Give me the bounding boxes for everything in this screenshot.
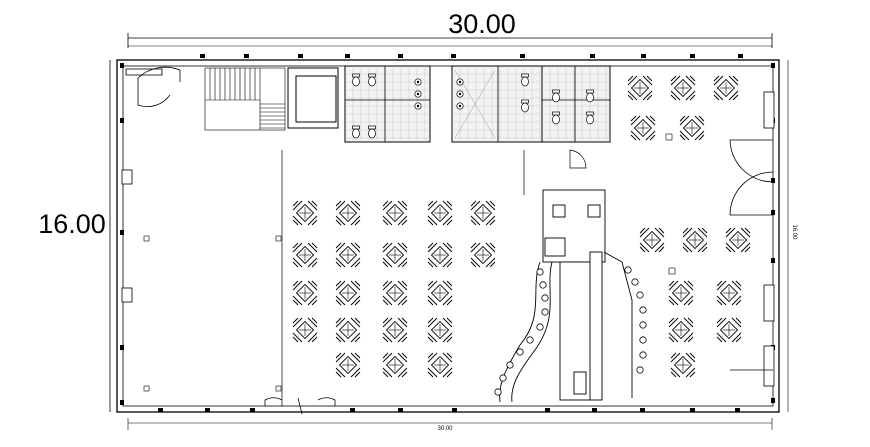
dining-table	[382, 242, 408, 268]
dimension-bottom: 30.00	[127, 418, 773, 432]
outer-walls	[116, 59, 780, 413]
dining-table	[670, 75, 696, 101]
bar-stool	[506, 361, 514, 369]
staircase	[204, 67, 286, 131]
dimension-left: 16.00	[38, 60, 111, 412]
dining-table	[670, 352, 696, 378]
dining-table	[335, 242, 361, 268]
dining-table	[630, 115, 656, 141]
right-dimension-label: 16.00	[791, 224, 797, 240]
dining-table	[427, 242, 453, 268]
dining-table	[713, 75, 739, 101]
bar-stool	[639, 351, 647, 359]
bar-stool	[639, 306, 647, 314]
dining-table	[382, 317, 408, 343]
bar-stool	[539, 281, 547, 289]
bar-stool	[499, 374, 507, 382]
dining-table	[725, 227, 751, 253]
bar-stool	[541, 294, 549, 302]
dining-table	[382, 200, 408, 226]
bar-stool	[541, 308, 549, 316]
top-dimension-label: 30.00	[448, 9, 516, 39]
dining-table	[639, 227, 665, 253]
bottom-dimension-label: 30.00	[437, 426, 453, 432]
dining-table	[668, 317, 694, 343]
dining-table	[335, 352, 361, 378]
storage-room	[287, 67, 339, 129]
dining-table	[427, 280, 453, 306]
dining-table	[679, 115, 705, 141]
left-dimension-label: 16.00	[38, 209, 106, 239]
dining-table	[292, 280, 318, 306]
bar-stool	[516, 348, 524, 356]
bar-stool	[639, 336, 647, 344]
entry-door-bottom	[264, 397, 336, 415]
dining-table	[470, 200, 496, 226]
dining-table	[470, 242, 496, 268]
dining-table	[382, 352, 408, 378]
bar-counter	[499, 189, 633, 403]
dining-table	[427, 352, 453, 378]
dining-table	[335, 200, 361, 226]
bar-stool	[636, 366, 644, 374]
dining-table	[335, 280, 361, 306]
dimension-right: 16.00	[787, 60, 797, 412]
dining-table	[627, 75, 653, 101]
dining-table	[292, 317, 318, 343]
dining-table	[427, 317, 453, 343]
dining-table	[716, 317, 742, 343]
bar-stool	[526, 336, 534, 344]
dining-table	[716, 280, 742, 306]
bar-stool	[631, 278, 639, 286]
dining-table	[335, 317, 361, 343]
dining-table	[682, 227, 708, 253]
dining-table	[292, 242, 318, 268]
bar-stool	[494, 388, 502, 396]
dining-table	[292, 200, 318, 226]
windows	[121, 91, 775, 387]
bar-stool	[536, 323, 544, 331]
bar-stool	[536, 268, 544, 276]
bar-stool	[636, 291, 644, 299]
entry-door-top-left	[125, 66, 181, 107]
restroom-block	[344, 65, 611, 143]
entry-door-right	[729, 139, 774, 216]
dining-table	[382, 280, 408, 306]
bar-stool	[624, 266, 632, 274]
dining-table	[427, 200, 453, 226]
dimension-top: 30.00	[127, 9, 773, 48]
dining-table	[668, 280, 694, 306]
bar-stool	[639, 321, 647, 329]
small-markers	[143, 133, 676, 392]
partition-lines	[281, 149, 773, 406]
